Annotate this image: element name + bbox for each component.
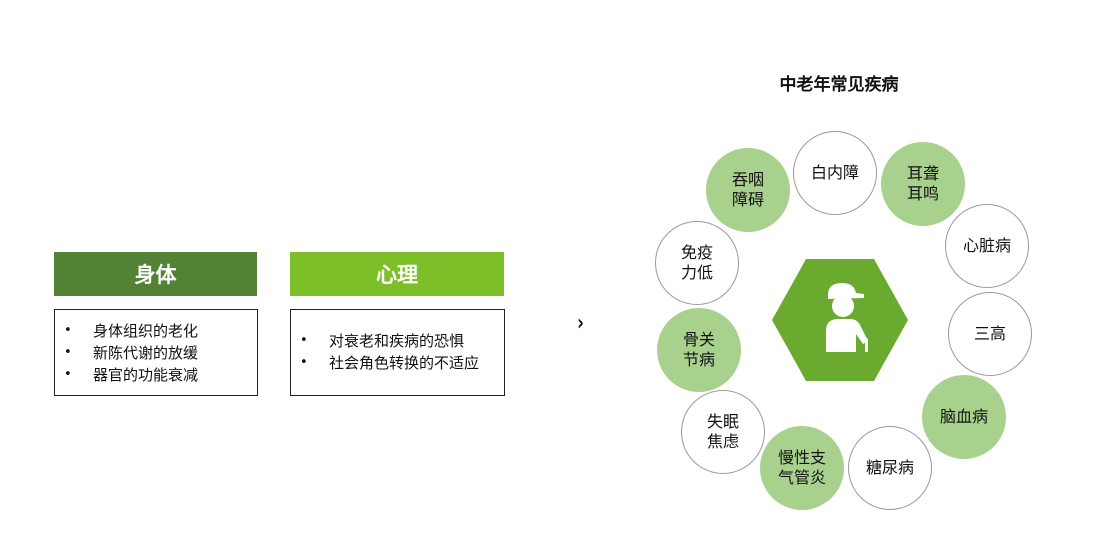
disease-low-immunity: 免疫力低	[655, 221, 739, 305]
list-item: 新陈代谢的放缓	[55, 342, 257, 364]
disease-diabetes: 糖尿病	[848, 426, 932, 510]
list-item: 对衰老和疾病的恐惧	[291, 330, 504, 352]
disease-cataract: 白内障	[793, 131, 877, 215]
disease-cerebrovascular: 脑血病	[922, 375, 1006, 459]
body-card-list: 身体组织的老化 新陈代谢的放缓 器官的功能衰减	[54, 309, 258, 396]
list-item: 社会角色转换的不适应	[291, 352, 504, 374]
mind-card-header: 心理	[290, 252, 504, 296]
mind-card-list: 对衰老和疾病的恐惧 社会角色转换的不适应	[290, 309, 505, 396]
list-item: 器官的功能衰减	[55, 364, 257, 386]
disease-chronic-bronchitis: 慢性支气管炎	[760, 426, 844, 510]
elderly-person-with-cane-icon	[826, 283, 868, 352]
center-hexagon	[772, 259, 908, 381]
diagram-title: 中老年常见疾病	[779, 75, 899, 95]
disease-three-highs: 三高	[948, 292, 1032, 376]
list-item: 身体组织的老化	[55, 320, 257, 342]
chevron-right-icon: ›	[577, 311, 584, 336]
disease-insomnia-anxiety: 失眠焦虑	[681, 390, 765, 474]
disease-heart: 心脏病	[945, 204, 1029, 288]
disease-joint: 骨关节病	[657, 308, 741, 392]
disease-deafness-tinnitus: 耳聋耳鸣	[881, 142, 965, 226]
body-card-header: 身体	[54, 252, 257, 296]
disease-swallowing-disorder: 吞咽障碍	[706, 148, 790, 232]
